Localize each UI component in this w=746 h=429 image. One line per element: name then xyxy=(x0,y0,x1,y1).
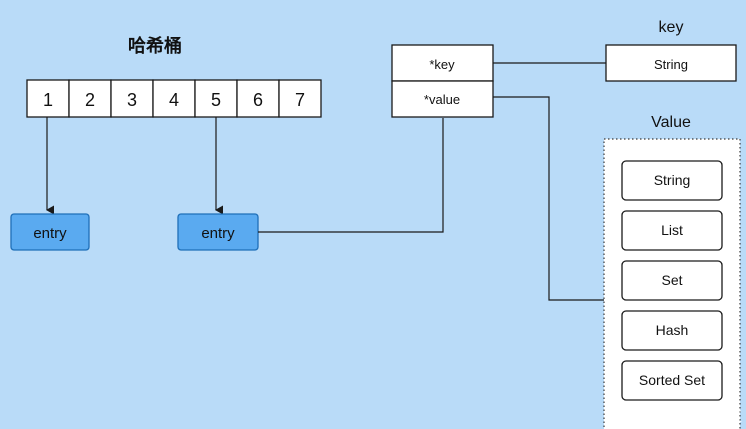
hash-slot-label: 3 xyxy=(127,90,137,110)
hash-slot-4: 4 xyxy=(152,79,196,118)
hash-slot-label: 5 xyxy=(211,90,221,110)
hash-slot-2: 2 xyxy=(68,79,112,118)
value-type-label: Hash xyxy=(656,322,689,338)
value-type-box: String xyxy=(621,160,723,201)
key-section-title: key xyxy=(659,19,684,36)
hash-slot-5: 5 xyxy=(194,79,238,118)
value-type-box: List xyxy=(621,210,723,251)
value-type-box: Hash xyxy=(621,310,723,351)
hash-slot-label: 4 xyxy=(169,90,179,110)
value-type-label: List xyxy=(661,222,683,238)
value-type-label: Sorted Set xyxy=(639,372,705,388)
key-field-label: *key xyxy=(429,57,455,72)
key-type-box xyxy=(605,44,737,82)
hash-table-title: 哈希桶 xyxy=(128,35,182,56)
watermark: @稀土掘金技术社区 xyxy=(624,409,742,424)
value-type-box: Sorted Set xyxy=(621,360,723,401)
hash-slot-1: 1 xyxy=(26,79,70,118)
entry-to-value-line xyxy=(258,118,444,233)
hash-slot-6: 6 xyxy=(236,79,280,118)
entry-label-1: entry xyxy=(33,225,67,242)
hash-slot-3: 3 xyxy=(110,79,154,118)
value-connector-line xyxy=(493,96,604,301)
value-type-label: Set xyxy=(661,272,682,288)
hash-slot-label: 2 xyxy=(85,90,95,110)
value-type-label: String xyxy=(654,172,691,188)
hash-slot-group: 1 2 3 4 5 6 7 xyxy=(26,79,322,118)
entry-label-2: entry xyxy=(201,225,235,242)
value-section-title: Value xyxy=(651,114,691,131)
hash-slot-label: 1 xyxy=(43,90,53,110)
hash-slot-label: 7 xyxy=(295,90,305,110)
hash-slot-label: 6 xyxy=(253,90,263,110)
hash-slot-7: 7 xyxy=(278,79,322,118)
key-type-label: String xyxy=(654,57,688,72)
entry-struct: *key *value xyxy=(391,44,494,118)
value-type-box: Set xyxy=(621,260,723,301)
entry-node-2: entry xyxy=(177,213,259,251)
value-field-label: *value xyxy=(424,92,460,107)
entry-node-1: entry xyxy=(10,213,90,251)
